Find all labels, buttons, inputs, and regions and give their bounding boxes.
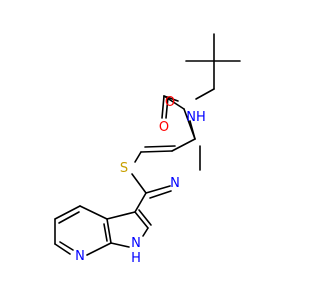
pyridine-ring [54,205,112,256]
bond [134,192,147,213]
bond [59,241,74,251]
bond [134,211,149,229]
pyrrole-hydrogen-label: H [131,251,141,266]
thiazole-ring [131,138,201,199]
bond [54,243,71,255]
thiazole-nitrogen-label: N [170,176,180,191]
bond [134,151,142,163]
bond [171,138,196,152]
tert-butyl-group [185,33,241,90]
molecule-structure-diagram: O O NH S N N N H [54,33,241,266]
bond [110,242,130,248]
amide-nh-label: NH [186,110,206,125]
bond [144,145,176,148]
bond [163,95,185,110]
carbonyl-oxygen-label: O [165,95,175,110]
pyridine-nitrogen-label: N [75,249,85,264]
carbamate-group [161,88,215,140]
bond [86,242,112,256]
ester-oxygen-label: O [159,120,169,135]
bond [138,209,152,226]
bond [79,205,108,220]
bond [195,88,215,100]
bond [106,211,136,220]
pyrrole-ring [106,209,152,248]
thiazole-sulfur-label: S [120,161,128,176]
bond [106,218,112,244]
bond [161,95,165,119]
bond [131,173,147,194]
bond [58,211,80,224]
bond [103,223,108,242]
bond [165,96,169,119]
bond [145,185,171,194]
pyrrole-nitrogen-label: N [131,236,141,251]
bond [149,190,172,199]
bond [140,150,173,153]
bond [142,227,149,237]
bond [54,205,81,220]
bond [183,108,196,140]
